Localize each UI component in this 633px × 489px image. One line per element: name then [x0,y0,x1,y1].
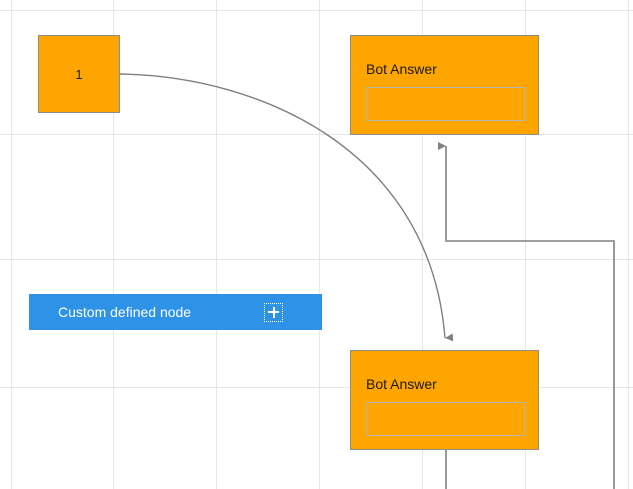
bot-answer-title: Bot Answer [366,61,437,77]
edge-loop-to-bot-answer-top[interactable] [438,142,615,489]
bot-answer-node-bottom[interactable]: Bot Answer [350,350,539,450]
plus-icon[interactable] [264,302,283,322]
start-node-label: 1 [75,66,83,82]
bot-answer-title: Bot Answer [366,376,437,392]
edge-start-to-bot-answer-bottom[interactable] [119,73,454,342]
bot-answer-slot[interactable] [366,87,525,121]
custom-defined-node-label: Custom defined node [58,304,192,320]
bot-answer-slot[interactable] [366,402,525,436]
bot-answer-node-top[interactable]: Bot Answer [350,35,539,135]
custom-defined-node-button[interactable]: Custom defined node [29,294,322,330]
start-node[interactable]: 1 [38,35,120,113]
